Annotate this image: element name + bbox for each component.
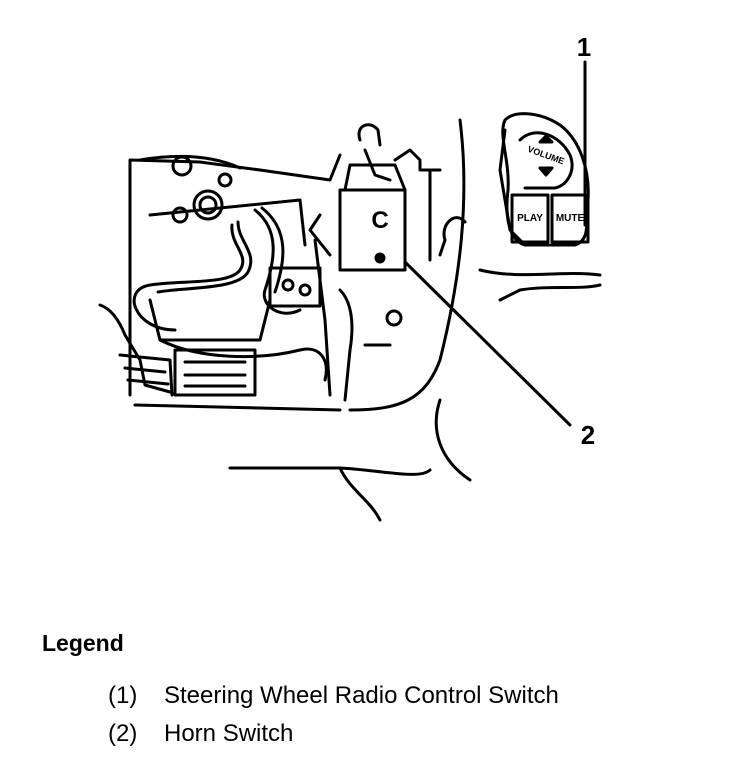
legend-title: Legend xyxy=(42,630,124,656)
legend-item-label: Steering Wheel Radio Control Switch xyxy=(164,682,559,709)
callout-2: 2 xyxy=(581,420,595,450)
column-shroud xyxy=(348,118,466,412)
legend-item-label: Horn Switch xyxy=(164,720,294,747)
lower-connector xyxy=(173,348,257,397)
steering-column-diagram: VOLUME PLAY MUTE C 1 2 xyxy=(98,32,602,522)
legend-item: (1) Steering Wheel Radio Control Switch xyxy=(108,682,559,710)
column-housing xyxy=(128,153,342,397)
radio-control-switch xyxy=(501,112,590,247)
wire-harness xyxy=(132,223,245,332)
legend-item: (2) Horn Switch xyxy=(108,720,293,748)
legend-item-number: (1) xyxy=(108,682,138,709)
mute-button-label: MUTE xyxy=(556,213,585,224)
callout-2-leader xyxy=(403,260,572,427)
callout-1: 1 xyxy=(577,32,591,62)
horn-switch-body xyxy=(338,188,407,272)
legend-item-number: (2) xyxy=(108,720,138,747)
connector-c-label: C xyxy=(371,207,388,234)
volume-label: VOLUME xyxy=(526,144,566,167)
play-button-label: PLAY xyxy=(517,213,543,224)
